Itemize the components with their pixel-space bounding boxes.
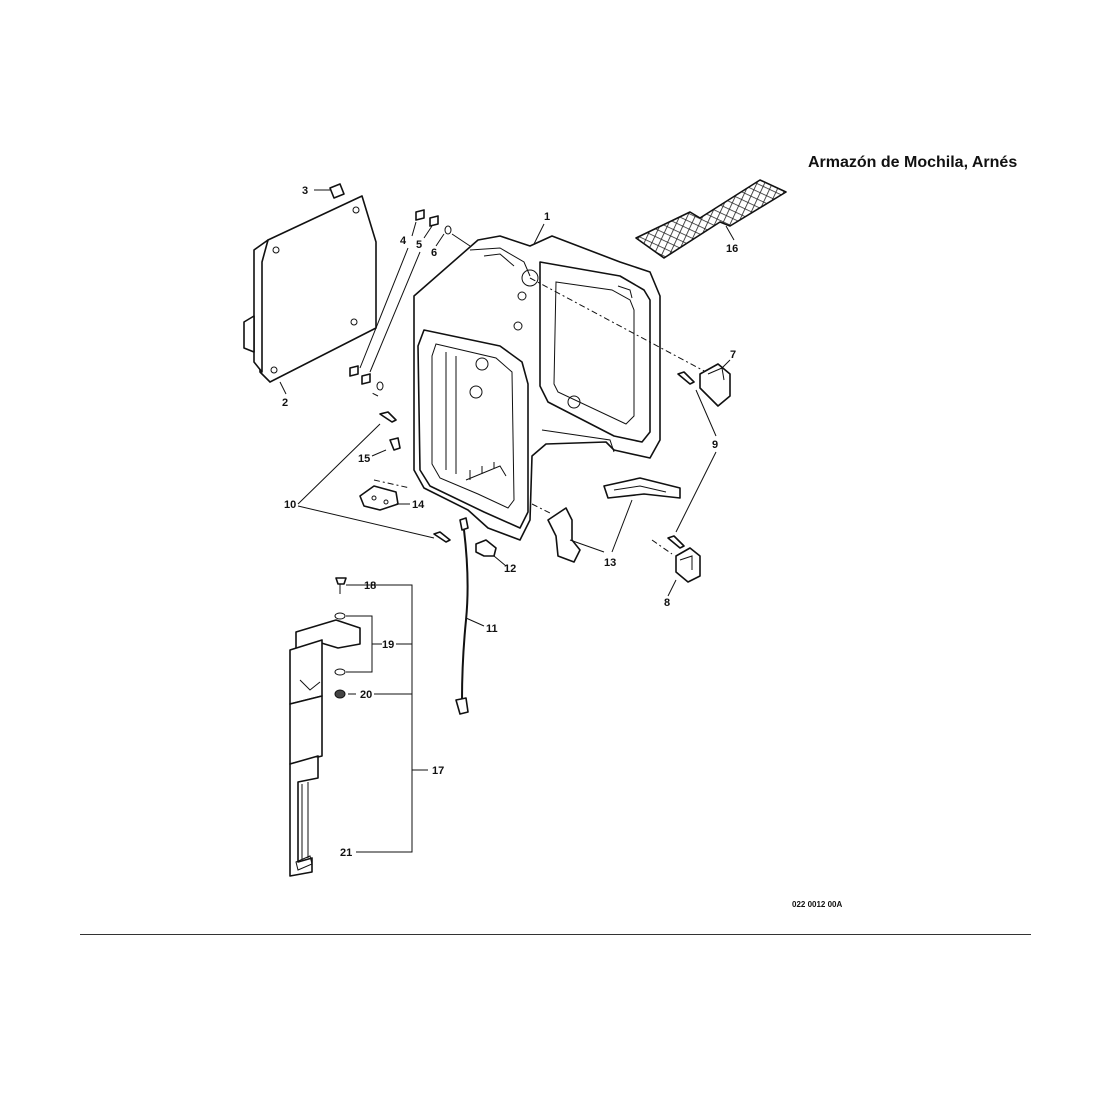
callout-5: 5 <box>416 239 422 251</box>
harness-strap-part <box>289 619 361 877</box>
callout-15: 15 <box>358 453 370 465</box>
screw-parts-10-15 <box>379 411 451 543</box>
callout-1: 1 <box>544 211 550 223</box>
drawing-code: 022 0012 00A <box>792 900 843 909</box>
knob-part <box>329 183 345 199</box>
page-title: Armazón de Mochila, Arnés <box>808 154 1018 171</box>
callout-13: 13 <box>604 557 616 569</box>
callout-8: 8 <box>664 597 670 609</box>
callout-19: 19 <box>382 639 394 651</box>
callout-2: 2 <box>282 397 288 409</box>
mesh-pad-part <box>635 179 787 259</box>
callout-16: 16 <box>726 243 738 255</box>
cover-plate-part <box>243 195 377 383</box>
callout-17: 17 <box>432 765 444 777</box>
bracket-part-7 <box>699 363 731 407</box>
callout-leaders <box>279 189 735 853</box>
callout-21: 21 <box>340 847 352 859</box>
cable-part-11 <box>455 517 469 715</box>
footer-divider <box>80 934 1031 935</box>
callout-10: 10 <box>284 499 296 511</box>
hardware-harness <box>334 577 347 699</box>
callout-11: 11 <box>486 623 498 635</box>
callout-6: 6 <box>431 247 437 259</box>
callout-3: 3 <box>302 185 308 197</box>
callout-9: 9 <box>712 439 718 451</box>
brackets-part-13 <box>547 477 681 563</box>
callout-4: 4 <box>400 235 407 247</box>
callout-18: 18 <box>364 580 376 592</box>
bracket-part-8 <box>675 547 701 583</box>
backpack-frame-part <box>413 235 661 541</box>
screw-parts-9 <box>667 371 695 549</box>
callout-20: 20 <box>360 689 372 701</box>
callout-7: 7 <box>730 349 736 361</box>
callout-12: 12 <box>504 563 516 575</box>
hardware-top <box>349 209 452 391</box>
block-part-12 <box>475 539 497 557</box>
plate-part-14 <box>359 485 399 511</box>
callout-14: 14 <box>412 499 425 511</box>
